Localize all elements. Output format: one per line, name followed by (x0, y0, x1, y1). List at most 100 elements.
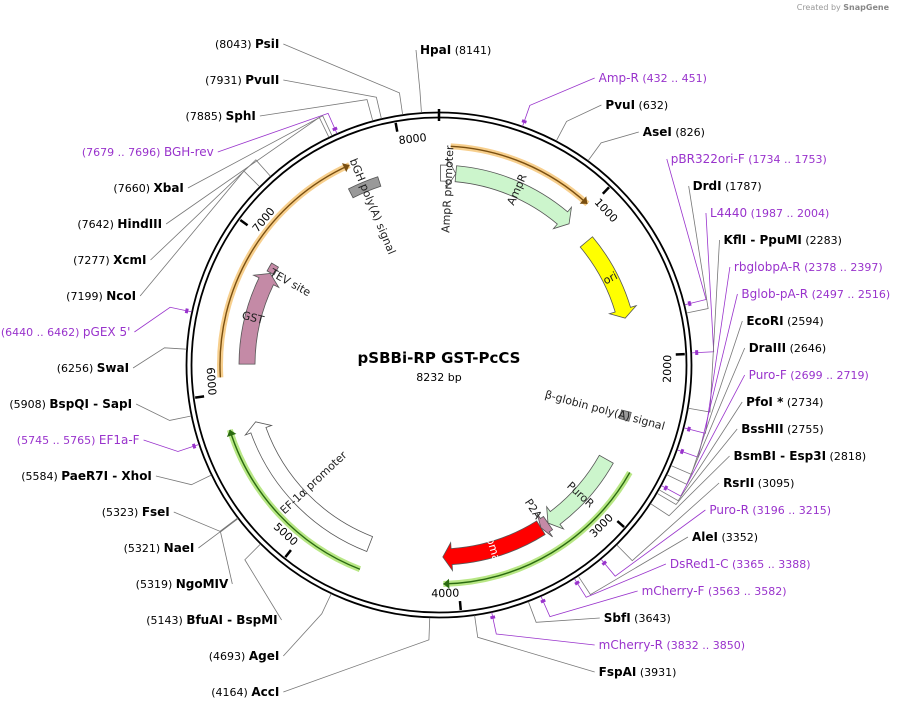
site-connector (600, 509, 706, 577)
puror-feature (546, 454, 614, 530)
site-position: (5908) (9, 398, 46, 411)
primer-site-mark (332, 126, 338, 132)
site-label-swai: (6256) SwaI (57, 361, 129, 375)
site-position: (5584) (21, 470, 58, 483)
site-connector (220, 518, 239, 585)
site-name: BspQI - SapI (49, 397, 132, 411)
primer-site-mark (679, 448, 685, 455)
snapgene-credit: Created by SnapGene (797, 3, 889, 12)
site-connector (688, 239, 720, 413)
site-name: BssHII (741, 422, 783, 436)
site-position: (7642) (77, 218, 114, 231)
site-label-fspai: FspAI (3931) (599, 665, 677, 679)
site-label-kfli-ppumi: KflI - PpuMI (2283) (724, 233, 842, 247)
ori-label: ori (601, 269, 620, 287)
site-label-bgh-rev: (7679 .. 7696) BGH-rev (82, 145, 214, 159)
site-name: XbaI (153, 181, 183, 195)
primer-site-mark (191, 443, 197, 449)
beta-globin-polya-label: β-globin poly(A) signal (543, 388, 666, 433)
site-name: Amp-R (599, 71, 639, 85)
site-position: (7931) (205, 74, 242, 87)
site-name: AccI (251, 685, 279, 699)
site-name: HpaI (420, 43, 451, 57)
site-position: (632) (639, 99, 669, 112)
site-name: FspAI (599, 665, 637, 679)
gst-feature (238, 273, 280, 365)
site-label-sbfi: SbfI (3643) (604, 611, 671, 625)
site-name: EcoRI (746, 314, 783, 328)
site-position: (432 .. 451) (642, 72, 707, 85)
tick-label: 4000 (431, 587, 459, 601)
site-name: Puro-F (749, 368, 787, 382)
site-connector (135, 403, 192, 421)
primer-site-mark (490, 615, 496, 620)
site-position: (7660) (113, 182, 150, 195)
site-connector (686, 185, 709, 314)
site-connector (283, 43, 404, 115)
site-position: (2497 .. 2516) (812, 288, 891, 301)
site-name: HindIII (117, 217, 162, 231)
site-name: BfuAI - BspMI (186, 613, 277, 627)
site-position: (4164) (211, 686, 248, 699)
site-connector (217, 112, 338, 153)
site-position: (826) (675, 126, 705, 139)
site-position: (1734 .. 1753) (748, 153, 827, 166)
site-position: (5321) (124, 542, 161, 555)
site-label-rsrii: RsrII (3095) (723, 476, 794, 490)
site-connector (522, 77, 595, 127)
site-connector (244, 543, 282, 621)
site-name: L4440 (710, 206, 747, 220)
snapgene-logo: SnapGene (843, 3, 889, 12)
site-position: (2818) (830, 450, 867, 463)
site-connector (198, 518, 238, 549)
tick-mark (601, 186, 610, 195)
primer-site-mark (574, 580, 580, 586)
site-name: Bglob-pA-R (741, 287, 808, 301)
site-position: (7885) (186, 110, 223, 123)
site-connector (415, 49, 422, 113)
site-name: SwaI (97, 361, 129, 375)
site-connector (574, 563, 667, 598)
bgh-polya-feature (347, 176, 382, 199)
site-label-bfuai-bspmi: (5143) BfuAI - BspMI (146, 613, 277, 627)
site-label-rbglobpa-r: rbglobpA-R (2378 .. 2397) (734, 260, 883, 274)
ampr-promoter-feature (440, 157, 457, 189)
site-name: DraIII (749, 341, 786, 355)
site-label-alei: AleI (3352) (692, 530, 758, 544)
tick-mark (458, 600, 462, 611)
site-connector (577, 536, 689, 596)
site-label-ecori: EcoRI (2594) (746, 314, 823, 328)
site-position: (6256) (57, 362, 94, 375)
site-connector (259, 99, 374, 121)
site-label-psii: (8043) PsiI (215, 37, 279, 51)
site-label-agei: (4693) AgeI (209, 649, 280, 663)
site-connector (474, 615, 595, 673)
primer-site-mark (184, 308, 189, 314)
site-label-pvui: PvuI (632) (605, 98, 668, 112)
site-label-mcherry-r: mCherry-R (3832 .. 3850) (599, 638, 745, 652)
site-label-ngomiv: (5319) NgoMIV (136, 577, 229, 591)
site-name: NgoMIV (176, 577, 229, 591)
site-name: AleI (692, 530, 718, 544)
site-connector (491, 612, 595, 646)
site-label-xcmi: (7277) XcmI (73, 253, 146, 267)
site-position: (7679 .. 7696) (82, 146, 161, 159)
site-name: PvuI (605, 98, 635, 112)
ori-feature (579, 236, 638, 319)
site-connector (134, 306, 192, 333)
site-position: (3095) (758, 477, 795, 490)
site-name: XcmI (113, 253, 146, 267)
site-label-pvuii: (7931) PvuII (205, 73, 279, 87)
site-position: (1987 .. 2004) (751, 207, 830, 220)
site-connector (165, 116, 330, 225)
site-name: SbfI (604, 611, 631, 625)
site-position: (3931) (640, 666, 677, 679)
dtomato-feature (442, 520, 546, 572)
site-name: EF1a-F (99, 433, 140, 447)
site-position: (8141) (455, 44, 492, 57)
tick-mark (284, 549, 292, 558)
site-label-pfoi: PfoI * (2734) (746, 395, 823, 409)
site-label-bsshii: BssHII (2755) (741, 422, 823, 436)
site-connector (150, 159, 271, 261)
site-label-ncoi: (7199) NcoI (66, 289, 136, 303)
